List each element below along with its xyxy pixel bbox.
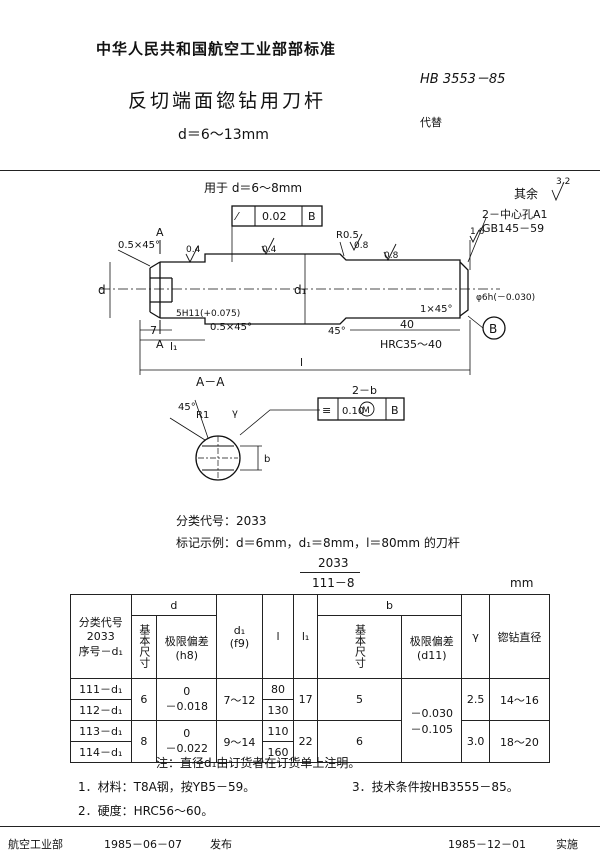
section-gamma: γ xyxy=(232,408,238,419)
left-end-outline xyxy=(149,261,161,319)
section-b-dimension xyxy=(240,445,262,471)
roughness-16: 1.6 xyxy=(470,227,485,237)
header-b: b xyxy=(316,594,463,616)
header-d-basic: 基本尺寸 xyxy=(130,615,158,679)
length-dimension xyxy=(139,320,471,375)
header-b-limit: 极限偏差 (d11) xyxy=(401,615,463,679)
marking-divider xyxy=(300,572,360,573)
table-row: 112－d₁ 130 xyxy=(70,699,550,721)
chamfer-mid: 0.5×45° xyxy=(210,322,252,333)
chamfer-leader xyxy=(117,249,151,267)
hrc-label: HRC35～40 xyxy=(380,338,442,351)
top-divider xyxy=(0,170,600,171)
section-angle-lines xyxy=(169,399,209,441)
roughness-04a: 0.4 xyxy=(186,245,201,255)
footer-impl-date: 1985－12－01 xyxy=(448,838,526,851)
footer-issue: 发布 xyxy=(210,838,232,851)
header-drill: 锪钻直径 xyxy=(488,594,551,679)
note-1: 1．材料：T8A钢，按YB5－59。 xyxy=(78,780,256,794)
symmetry-top: 2－b xyxy=(352,384,377,397)
angle-45: 45° xyxy=(328,326,346,337)
specification-table: 分类代号 2033 序号－d₁ d d₁ (f9) l l₁ b γ 锪钻直径 … xyxy=(70,594,551,763)
symmetry-m-circle xyxy=(359,401,375,417)
page-subtitle: d＝6～13mm xyxy=(178,127,269,143)
page-title: 反切端面锪钻用刀杆 xyxy=(128,90,327,112)
standard-code: HB 3553－85 xyxy=(420,72,506,87)
symmetry-frame xyxy=(317,397,405,421)
symmetry-datum: B xyxy=(391,404,399,417)
classification-code: 分类代号：2033 xyxy=(176,514,267,528)
usage-label: 用于 d＝6～8mm xyxy=(204,181,302,195)
replaces-label: 代替 xyxy=(420,116,442,129)
roughness-rest-value: 3.2 xyxy=(556,177,570,187)
bottom-divider xyxy=(0,826,600,827)
slot-label: 5H11(+0.075) xyxy=(176,309,240,319)
chamfer-left: 0.5×45° xyxy=(118,240,160,251)
tolerance-datum: B xyxy=(308,210,316,223)
section-centerlines xyxy=(198,436,238,480)
header-l: l xyxy=(261,594,295,679)
section-b: b xyxy=(264,454,270,465)
note-3: 3．技术条件按HB3555－85。 xyxy=(352,780,519,794)
tool-holder-drawing: 用于 d＝6～8mm 其余 3.2 2－中心孔A1 GB145－59 ⁄ 0.0… xyxy=(98,177,570,481)
right-chamfer xyxy=(459,261,469,317)
header-b-basic: 基本尺寸 xyxy=(316,615,403,679)
marking-top: 2033 xyxy=(318,556,349,570)
len-l1: l₁ xyxy=(170,340,177,353)
section-45: 45° xyxy=(178,402,196,413)
datum-b-leader xyxy=(467,315,484,329)
header-d1: d₁ (f9) xyxy=(216,594,263,679)
d1-label: d₁ xyxy=(294,283,307,297)
note-2: 2．硬度：HRC56～60。 xyxy=(78,804,214,818)
header-l1: l₁ xyxy=(293,594,318,679)
chamfer-right: 1×45° xyxy=(420,304,452,315)
marking-example: 标记示例：d＝6mm，d₁＝8mm，l＝80mm 的刀杆 xyxy=(176,536,460,550)
roughness-08b: 0.8 xyxy=(354,241,369,251)
section-title: A－A xyxy=(196,375,225,389)
center-hole-2: GB145－59 xyxy=(482,222,544,235)
len-7: 7 xyxy=(150,324,157,337)
section-a-top: A xyxy=(156,226,164,239)
tolerance-frame xyxy=(231,205,323,227)
radius-leader xyxy=(339,241,345,257)
center-hole-leader xyxy=(467,217,487,263)
roughness-rest-mark xyxy=(551,181,565,202)
header-d-limit: 极限偏差 (h8) xyxy=(156,615,218,679)
d-label: d xyxy=(98,283,106,297)
note-0: 注：直径d₁由订货者在订货单上注明。 xyxy=(156,756,361,770)
roughness-16-mark xyxy=(469,229,480,244)
header-gamma: γ xyxy=(461,594,490,679)
footer-issuer: 航空工业部 xyxy=(8,838,63,851)
section-r1: R1 xyxy=(196,410,209,421)
roughness-04b: 0.4 xyxy=(262,245,277,255)
footer-issue-date: 1985－06－07 xyxy=(104,838,182,851)
symmetry-m: M xyxy=(362,406,370,416)
tolerance-symbol: ⁄ xyxy=(233,210,240,223)
tolerance-value: 0.02 xyxy=(262,210,287,223)
footer-impl: 实施 xyxy=(556,838,578,851)
header-class: 分类代号 2033 序号－d₁ xyxy=(70,594,132,679)
radius-label: R0.5 xyxy=(336,230,359,241)
marking-bottom: 111－8 xyxy=(312,576,355,590)
shank-tolerance: φ6h(－0.030) xyxy=(476,293,535,303)
symmetry-value: 0.10 xyxy=(342,406,364,417)
len-40: 40 xyxy=(400,318,414,331)
table-row: 113－d₁ 8 0－0.022 9～14 110 22 6 3.0 18～20 xyxy=(70,720,551,763)
table-row: 114－d₁ 160 xyxy=(70,741,550,763)
center-hole-1: 2－中心孔A1 xyxy=(482,208,548,221)
datum-b-label: B xyxy=(489,322,497,336)
standard-body: 中华人民共和国航空工业部部标准 xyxy=(96,40,337,58)
header-d: d xyxy=(130,594,218,616)
section-a-bottom: A xyxy=(156,338,164,351)
symmetry-symbol: ≡ xyxy=(322,404,331,417)
roughness-08a: 0.8 xyxy=(384,251,399,261)
table-row: 111－d₁ 6 0－0.018 7～12 80 17 5 －0.030－0.1… xyxy=(70,678,551,763)
unit-label: mm xyxy=(510,576,534,590)
len-l: l xyxy=(300,356,303,369)
slot-outline xyxy=(150,277,173,303)
roughness-rest-label: 其余 xyxy=(514,186,538,201)
symmetry-leader xyxy=(239,409,320,436)
roughness-marks xyxy=(185,233,397,264)
